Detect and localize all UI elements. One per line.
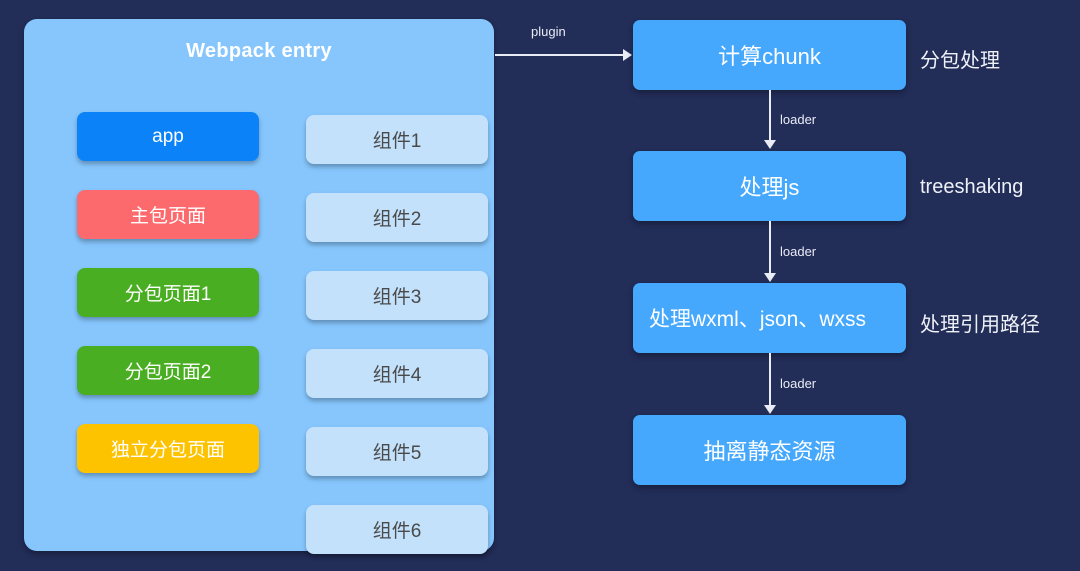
loader-edge-line-2: [769, 221, 771, 274]
loader-edge-head-1: [764, 140, 776, 149]
entry-component-2[interactable]: 组件2: [306, 193, 488, 242]
loader-edge-line-3: [769, 353, 771, 406]
entry-page-app[interactable]: app: [77, 112, 259, 161]
pipeline-annotation-process-wxml-json-wxss: 处理引用路径: [920, 314, 1040, 336]
pipeline-step-process-wxml-json-wxss[interactable]: 处理wxml、json、wxss: [633, 283, 906, 353]
pipeline-step-process-js[interactable]: 处理js: [633, 151, 906, 221]
loader-edge-label-1: loader: [780, 112, 817, 127]
pipeline-step-extract-static-assets[interactable]: 抽离静态资源: [633, 415, 906, 485]
loader-edge-label-3: loader: [780, 376, 817, 391]
entry-component-3[interactable]: 组件3: [306, 271, 488, 320]
entry-page-subpackage-1[interactable]: 分包页面1: [77, 268, 259, 317]
plugin-arrow-head: [623, 49, 632, 61]
pipeline-annotation-process-js: treeshaking: [920, 176, 1024, 198]
pipeline-annotation-compute-chunk: 分包处理: [920, 50, 1000, 72]
loader-edge-label-2: loader: [780, 244, 817, 259]
loader-edge-head-3: [764, 405, 776, 414]
entry-component-6[interactable]: 组件6: [306, 505, 488, 554]
entry-page-independent-subpackage[interactable]: 独立分包页面: [77, 424, 259, 473]
entry-component-1[interactable]: 组件1: [306, 115, 488, 164]
plugin-edge-label: plugin: [531, 24, 566, 39]
webpack-entry-title: Webpack entry: [186, 40, 332, 62]
loader-edge-line-1: [769, 90, 771, 141]
entry-page-subpackage-2[interactable]: 分包页面2: [77, 346, 259, 395]
entry-component-5[interactable]: 组件5: [306, 427, 488, 476]
entry-component-4[interactable]: 组件4: [306, 349, 488, 398]
pipeline-step-compute-chunk[interactable]: 计算chunk: [633, 20, 906, 90]
entry-page-main-package[interactable]: 主包页面: [77, 190, 259, 239]
loader-edge-head-2: [764, 273, 776, 282]
plugin-arrow-line: [495, 54, 625, 56]
webpack-entry-panel: Webpack entry app 主包页面 分包页面1 分包页面2 独立分包页…: [24, 19, 494, 554]
